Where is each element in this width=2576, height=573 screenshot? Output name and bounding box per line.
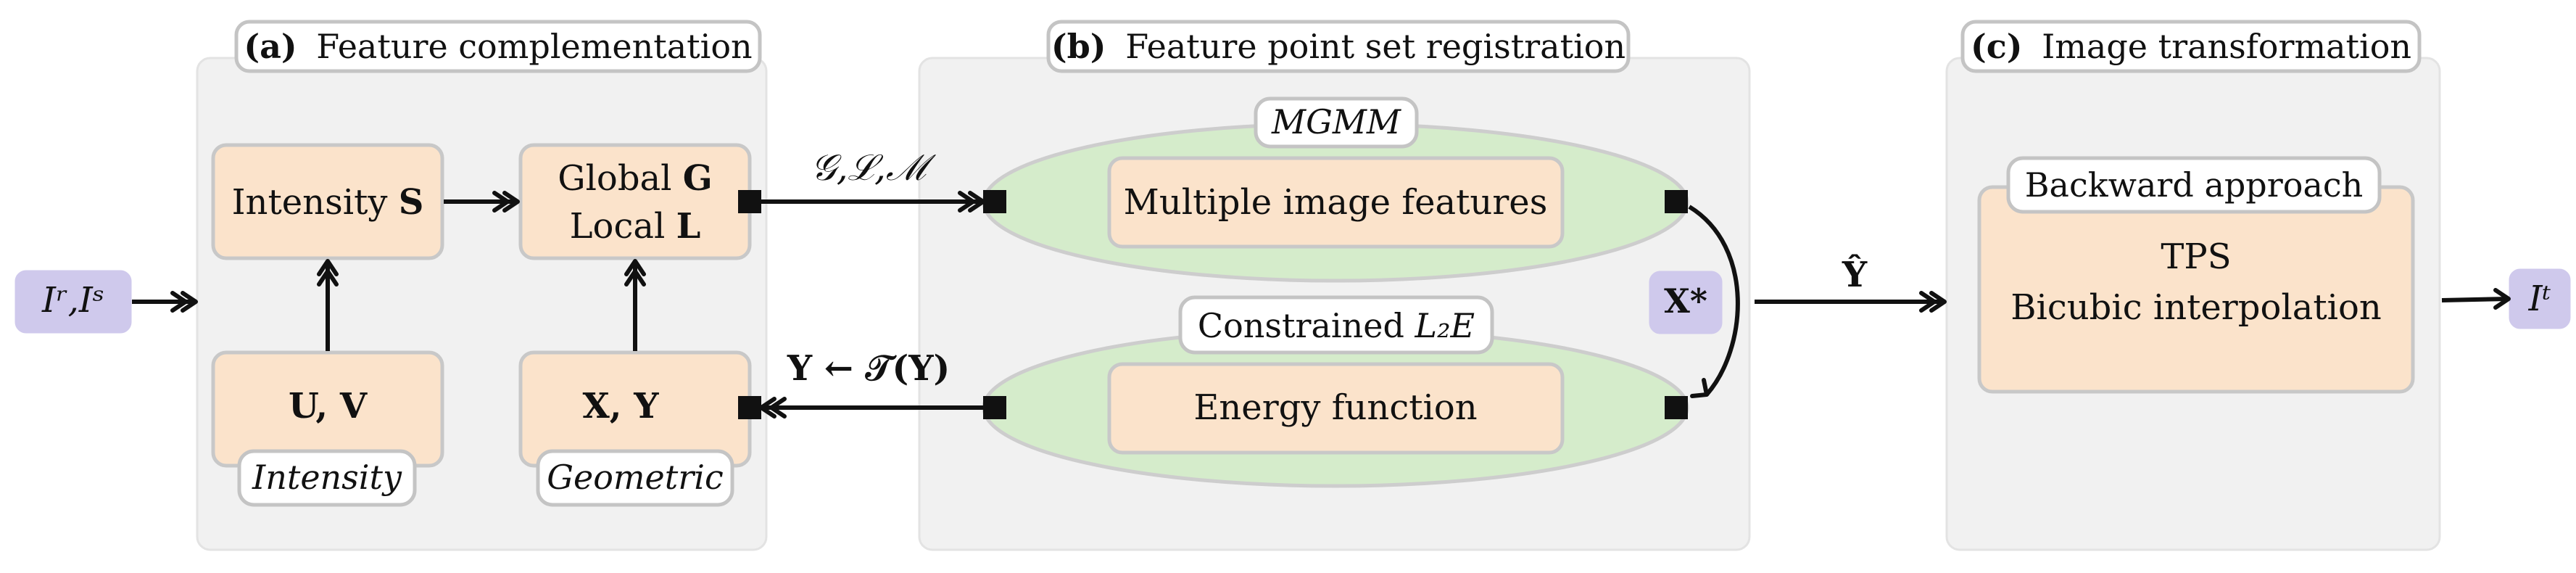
backward-approach-box: Backward approach TPS Bicubic interpolat…: [1977, 156, 2415, 394]
xy-tag-label: Geometric: [547, 458, 723, 497]
panel-a-title: (a) Feature complementation: [234, 20, 762, 73]
global-local-port: [738, 190, 761, 213]
mgmm-tag-frame: [1254, 96, 1419, 149]
x-star-node: X*: [1649, 271, 1723, 334]
uv-tag-label: Intensity: [252, 458, 402, 497]
bicubic-label: Bicubic interpolation: [2010, 287, 2382, 328]
panel-c-title: (c) Image transformation: [1960, 20, 2422, 73]
l2e-inner-box: [1107, 362, 1565, 455]
x-star-label: X*: [1664, 281, 1707, 321]
panel-c-title-text: Image transformation: [2042, 27, 2411, 66]
panel-b-marker: (b): [1051, 27, 1106, 66]
intensity-s-box: Intensity S: [211, 143, 444, 260]
xy-port: [738, 396, 761, 419]
global-local-box: Global G Local L: [518, 143, 752, 260]
l2e-input-port: [1665, 396, 1688, 419]
panel-c-marker: (c): [1971, 27, 2023, 66]
svg-text:(a) Feature complementat: (a) Feature complementation: [244, 27, 752, 66]
svg-text:Local L: Local L: [570, 206, 701, 247]
mgmm-inner-label: Multiple image features: [1124, 182, 1548, 223]
arrow-xy-to-global-local: [624, 259, 646, 351]
backward-tag-frame: [2006, 156, 2382, 214]
svg-text:(c) Image transformation: (c) Image transformation: [1971, 27, 2411, 66]
mgmm-output-port: [1665, 190, 1688, 213]
tps-label: TPS: [2161, 236, 2231, 277]
mgmm-input-port: [983, 190, 1006, 213]
output-image-node: Iᵗ: [2509, 268, 2571, 329]
local-prefix: Local: [570, 206, 676, 247]
intensity-s-prefix: Intensity: [232, 182, 399, 223]
local-symbol: L: [676, 206, 701, 247]
arrow-intensity-to-global-local: [444, 191, 520, 213]
input-images-node: Iʳ,Iˢ: [15, 270, 132, 334]
input-images-label: Iʳ,Iˢ: [41, 280, 104, 321]
arrow-features-to-mgmm: [738, 190, 1006, 213]
features-edge-label: 𝒢,ℒ,ℳ: [811, 147, 936, 189]
arrow-mgmm-to-l2e: [1665, 190, 1740, 419]
panel-b-title-text: Feature point set registration: [1125, 27, 1625, 66]
uv-tag-frame: [237, 449, 417, 507]
svg-text:Constrained L₂E: Constrained L₂E: [1198, 306, 1475, 345]
backward-tag-label: Backward approach: [2025, 165, 2364, 205]
arrow-input-to-panel-a: [132, 291, 198, 313]
intensity-s-symbol: S: [399, 182, 424, 223]
arrow-transformation-to-output: [2441, 288, 2511, 310]
uv-box: U, V Intensity: [211, 350, 444, 507]
l2e-ellipse: Constrained L₂E Energy function: [982, 295, 1689, 488]
l2e-inner-label: Energy function: [1193, 387, 1477, 428]
arrow-registration-to-transformation: [1755, 291, 1947, 313]
mgmm-inner-box: [1107, 156, 1565, 249]
l2e-tag-math: L₂E: [1415, 306, 1475, 345]
panel-a-marker: (a): [244, 27, 297, 66]
l2e-tag-prefix: Constrained: [1198, 306, 1415, 345]
global-prefix: Global: [558, 158, 683, 199]
mgmm-ellipse: MGMM Multiple image features: [982, 96, 1689, 283]
global-symbol: G: [683, 158, 713, 199]
update-edge-label: Y ← 𝒯(Y): [787, 348, 950, 389]
y-hat-edge-label: Ŷ: [1842, 253, 1868, 295]
arrow-uv-to-intensity: [317, 259, 339, 351]
panel-b-title: (b) Feature point set registration: [1046, 20, 1631, 73]
arrow-l2e-to-xy: [738, 396, 1006, 419]
output-image-label: Iᵗ: [2528, 279, 2551, 319]
mgmm-tag-label: MGMM: [1271, 102, 1402, 141]
xy-tag-frame: [536, 449, 734, 507]
xy-box: X, Y Geometric: [518, 350, 752, 507]
svg-text:Intensity S: Intensity S: [232, 182, 424, 223]
svg-text:(b) Feature point set re: (b) Feature point set registration: [1051, 27, 1625, 66]
uv-label: U, V: [289, 386, 368, 426]
xy-label: X, Y: [583, 386, 660, 426]
l2e-output-port: [983, 396, 1006, 419]
svg-text:Global G: Global G: [558, 158, 713, 199]
panel-a-title-text: Feature complementation: [316, 27, 752, 66]
l2e-tag-frame: [1178, 295, 1494, 355]
